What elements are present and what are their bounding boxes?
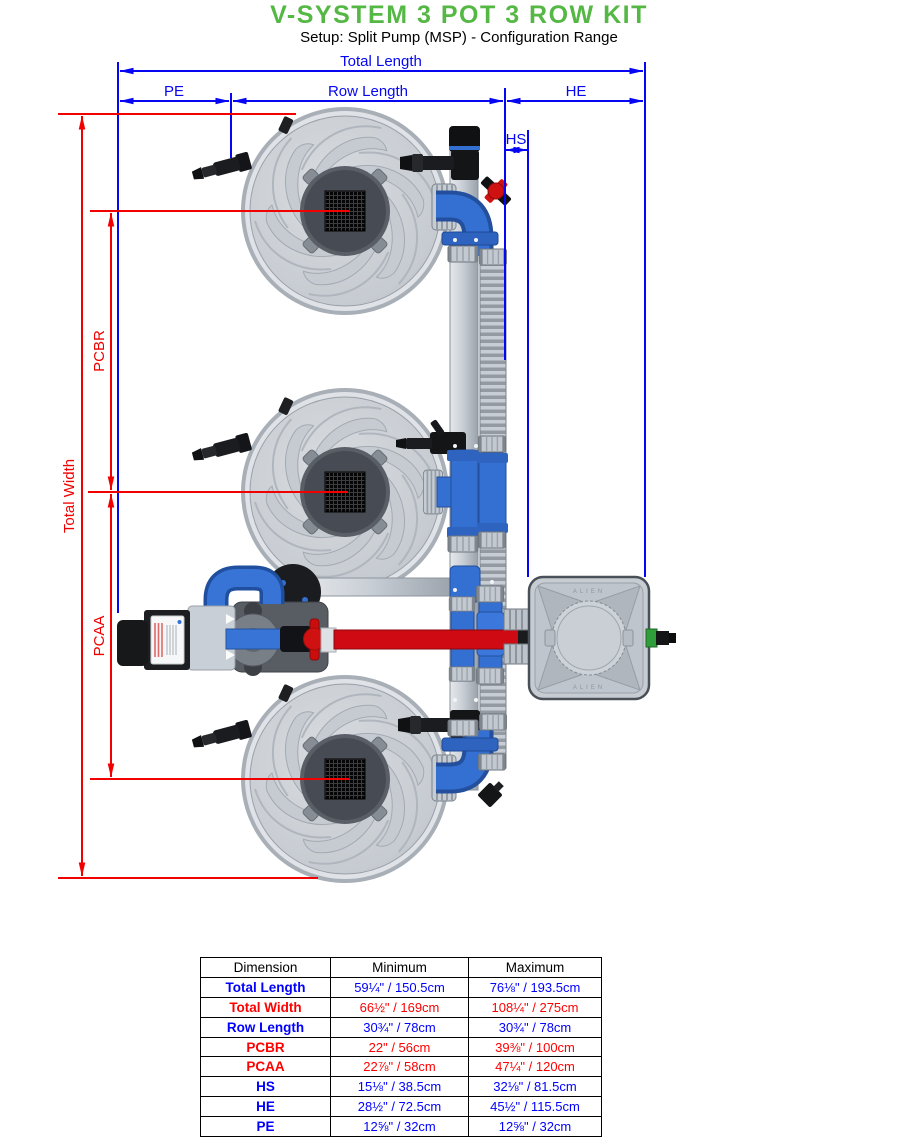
pump-motor-cap — [117, 620, 148, 666]
pump-return-pipe — [297, 577, 455, 597]
reservoir-brand-bottom: ALIEN — [573, 685, 605, 691]
table-header-row: Dimension Minimum Maximum — [200, 957, 602, 978]
feed-pipe — [333, 627, 531, 652]
header-dimension: Dimension — [200, 957, 331, 978]
hs-label: HS — [506, 131, 527, 148]
table-row: PE 12⅝" / 32cm 12⅝" / 32cm — [200, 1116, 602, 1138]
reservoir-couplings — [503, 608, 532, 665]
manifold-top-fittings — [400, 126, 512, 206]
pump-outlet-pipe — [225, 628, 283, 650]
header-minimum: Minimum — [330, 957, 469, 978]
total-width-label: Total Width — [61, 459, 78, 533]
table-row: Row Length 30¾" / 78cm 30¾" / 78cm — [200, 1016, 602, 1038]
reservoir-lid — [556, 605, 622, 671]
reservoir-ridges — [537, 585, 641, 691]
dimension-table: Dimension Minimum Maximum Total Length 5… — [200, 957, 602, 1138]
table-row: Total Width 66½" / 169cm 108¼" / 275cm — [200, 996, 602, 1018]
he-label: HE — [566, 83, 587, 100]
row-length-label: Row Length — [328, 83, 408, 100]
drain-plug-icon — [478, 781, 504, 807]
red-dimensions — [58, 113, 350, 879]
pcaa-label: PCAA — [91, 616, 108, 657]
table-row: PCAA 22⅞" / 58cm 47¼" / 120cm — [200, 1056, 602, 1078]
reservoir-brand-top: ALIEN — [573, 589, 605, 595]
blue-dimensions — [117, 62, 646, 613]
system-diagram: ALIEN ALIEN Total Length PE Row Length H… — [58, 53, 676, 950]
total-length-label: Total Length — [340, 53, 422, 70]
header-maximum: Maximum — [468, 957, 602, 978]
pe-label: PE — [164, 83, 184, 100]
air-valve-icon — [480, 176, 512, 206]
page-subtitle: Setup: Split Pump (MSP) - Configuration … — [300, 29, 618, 46]
table-row: HS 15⅛" / 38.5cm 32⅛" / 81.5cm — [200, 1076, 602, 1098]
pump-assembly — [117, 564, 337, 676]
reservoir-fitting — [645, 628, 676, 648]
manifold — [297, 126, 512, 807]
reservoir: ALIEN ALIEN — [527, 575, 676, 701]
pump-label — [150, 615, 185, 665]
pot2-tee — [396, 419, 508, 554]
pot3-elbow — [398, 710, 508, 807]
pcbr-label: PCBR — [91, 330, 108, 372]
table-row: PCBR 22" / 56cm 39⅜" / 100cm — [200, 1036, 602, 1058]
pump-valve-icon — [303, 618, 326, 661]
page-title: V-SYSTEM 3 POT 3 ROW KIT — [270, 1, 648, 29]
table-row: Total Length 59¼" / 150.5cm 76⅛" / 193.5… — [200, 976, 602, 998]
table-row: HE 28½" / 72.5cm 45½" / 115.5cm — [200, 1096, 602, 1118]
feed-valve-icon — [396, 419, 466, 454]
pot1-elbow — [431, 183, 508, 267]
bolts — [453, 238, 494, 702]
